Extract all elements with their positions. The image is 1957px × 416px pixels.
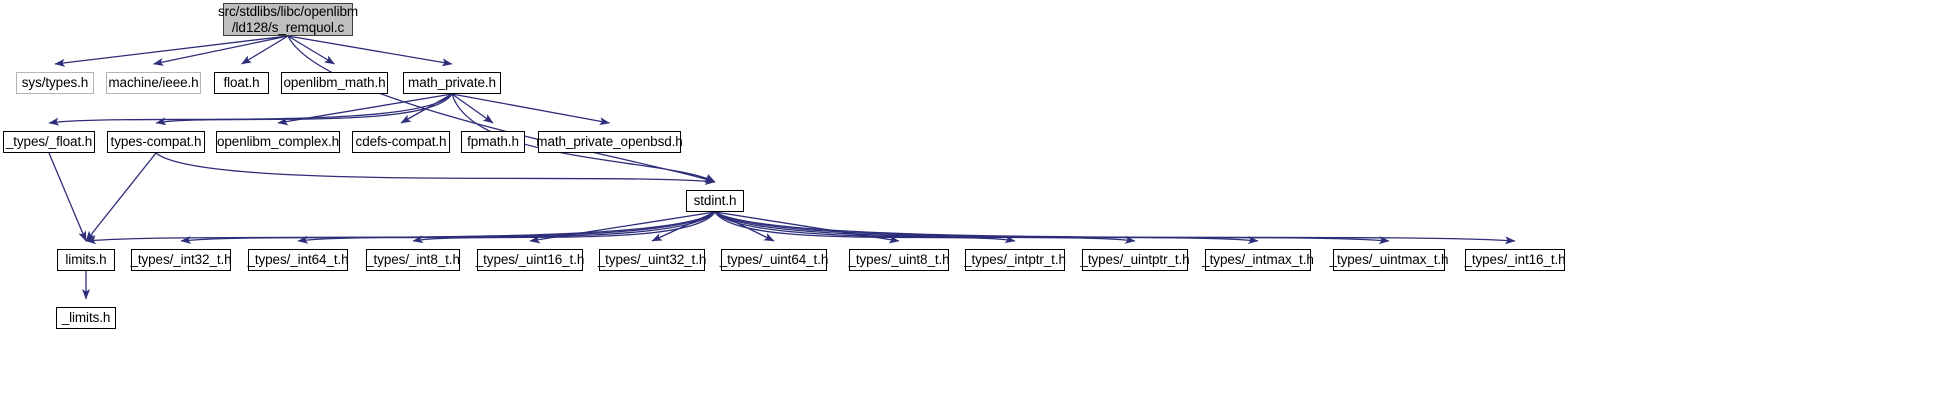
graph-edge-stdint-to-int8 — [412, 211, 716, 244]
graph-node-types_float[interactable]: _types/_float.h — [3, 131, 95, 153]
graph-node-cdefs_compat[interactable]: cdefs-compat.h — [352, 131, 450, 153]
graph-edge-stdint-to-uint64 — [714, 211, 775, 242]
graph-edge-stdint-to-uintptr — [714, 211, 1136, 244]
graph-edge-math_private-to-cdefs_compat — [400, 93, 453, 124]
graph-edge-stdint-to-int64 — [297, 211, 716, 244]
graph-node-label: _types/_uint16_t.h — [475, 252, 585, 268]
graph-node-label: _types/_intptr_t.h — [964, 252, 1066, 268]
graph-node-label: float.h — [223, 75, 260, 91]
graph-node-label: _types/_int64_t.h — [247, 252, 349, 268]
graph-node-label: sys/types.h — [21, 75, 89, 91]
graph-node-types_compat[interactable]: types-compat.h — [107, 131, 205, 153]
graph-node-uintmax[interactable]: _types/_uintmax_t.h — [1330, 249, 1449, 271]
graph-node-label: _types/_uintmax_t.h — [1329, 252, 1449, 268]
graph-node-label: _types/_uint32_t.h — [597, 252, 707, 268]
graph-edge-stdint-to-intptr — [714, 211, 1016, 244]
graph-node-label: stdint.h — [693, 193, 737, 209]
graph-node-uint32[interactable]: _types/_uint32_t.h — [597, 249, 707, 271]
graph-edge-stdint-to-int32 — [180, 211, 716, 244]
graph-edge-stdint-to-limits — [85, 211, 716, 245]
graph-edge-stdint-to-int16 — [714, 211, 1516, 245]
graph-node-sys_types: sys/types.h — [16, 72, 94, 94]
graph-node-label: _types/_uint64_t.h — [719, 252, 829, 268]
graph-edge-root-to-stdint — [287, 35, 716, 183]
graph-node-fpmath[interactable]: fpmath.h — [461, 131, 525, 153]
graph-node-label: limits.h — [65, 252, 107, 268]
graph-node-label: openlibm_complex.h — [216, 134, 340, 150]
graph-node-uint8[interactable]: _types/_uint8_t.h — [848, 249, 950, 271]
graph-node-uintptr[interactable]: _types/_uintptr_t.h — [1080, 249, 1190, 271]
graph-edge-root-to-float — [241, 35, 289, 65]
graph-node-label: fpmath.h — [467, 134, 519, 150]
graph-node-label: cdefs-compat.h — [355, 134, 447, 150]
graph-edge-root-to-openlibm_math — [287, 35, 335, 65]
graph-edge-root-to-sys_types — [54, 35, 289, 67]
graph-edge-root-to-machine_ieee — [152, 35, 289, 66]
graph-node-label: _limits.h — [61, 310, 111, 326]
graph-node-int32[interactable]: _types/_int32_t.h — [130, 249, 232, 271]
graph-node-label: math_private.h — [408, 75, 496, 91]
graph-node-limits[interactable]: limits.h — [57, 249, 115, 271]
graph-node-intptr[interactable]: _types/_intptr_t.h — [964, 249, 1066, 271]
graph-node-label: _types/_int32_t.h — [130, 252, 232, 268]
graph-node-label: math_private_openbsd.h — [536, 134, 683, 150]
graph-edge-stdint-to-intmax — [714, 211, 1259, 245]
graph-node-machine_ieee: machine/ieee.h — [106, 72, 201, 94]
graph-edge-stdint-to-uintmax — [714, 211, 1390, 245]
graph-edge-math_private-to-fpmath — [451, 93, 494, 124]
graph-edge-math_private-to-types_float — [48, 93, 453, 126]
graph-node-label: machine/ieee.h — [108, 75, 199, 91]
graph-node-int8[interactable]: _types/_int8_t.h — [366, 249, 460, 271]
graph-node-label: _types/_int8_t.h — [366, 252, 460, 268]
graph-edge-types_compat-to-limits — [85, 152, 157, 242]
graph-node-label: _types/_float.h — [5, 134, 93, 150]
graph-node-openlibm_complex[interactable]: openlibm_complex.h — [216, 131, 340, 153]
graph-node-uint16[interactable]: _types/_uint16_t.h — [475, 249, 585, 271]
graph-node-stdint[interactable]: stdint.h — [686, 190, 744, 212]
graph-edge-types_compat-to-stdint — [155, 152, 716, 186]
graph-node-root[interactable]: src/stdlibs/libc/openlibm /ld128/s_remqu… — [218, 3, 358, 36]
graph-node-intmax[interactable]: _types/_intmax_t.h — [1202, 249, 1314, 271]
graph-node-int64[interactable]: _types/_int64_t.h — [247, 249, 349, 271]
graph-node-math_private[interactable]: math_private.h — [403, 72, 501, 94]
graph-node-uint64[interactable]: _types/_uint64_t.h — [719, 249, 829, 271]
graph-node-label: types-compat.h — [110, 134, 202, 150]
graph-node-mp_openbsd[interactable]: math_private_openbsd.h — [536, 131, 683, 153]
graph-edge-root-to-math_private — [287, 35, 453, 67]
graph-node-label: src/stdlibs/libc/openlibm /ld128/s_remqu… — [217, 3, 359, 35]
graph-edge-stdint-to-uint8 — [714, 211, 900, 244]
graph-edge-math_private-to-mp_openbsd — [451, 93, 611, 126]
graph-node-label: openlibm_math.h — [283, 75, 386, 91]
graph-node-label: _types/_int16_t.h — [1464, 252, 1566, 268]
graph-node-openlibm_math[interactable]: openlibm_math.h — [281, 72, 388, 94]
graph-node-label: _types/_uint8_t.h — [848, 252, 950, 268]
graph-node-label: _types/_uintptr_t.h — [1080, 252, 1190, 268]
graph-edge-stdint-to-uint16 — [529, 211, 716, 244]
graph-edge-math_private-to-types_compat — [155, 93, 453, 126]
graph-edge-types_float-to-limits — [48, 152, 87, 242]
graph-edge-math_private-to-openlibm_complex — [277, 93, 453, 126]
graph-edge-stdint-to-uint32 — [651, 211, 716, 242]
graph-node-label: _types/_intmax_t.h — [1202, 252, 1314, 268]
graph-node-_limits[interactable]: _limits.h — [56, 307, 116, 329]
graph-node-int16[interactable]: _types/_int16_t.h — [1464, 249, 1566, 271]
graph-node-float[interactable]: float.h — [214, 72, 269, 94]
